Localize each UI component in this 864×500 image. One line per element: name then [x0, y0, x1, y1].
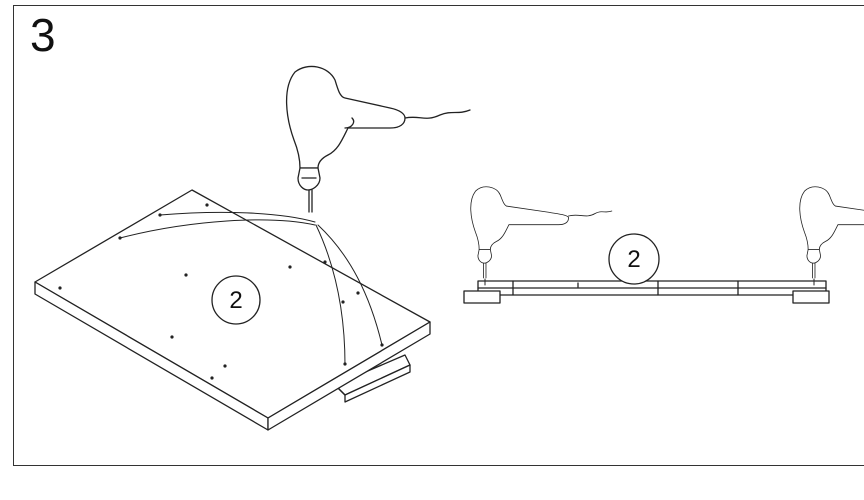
instruction-frame — [13, 5, 864, 466]
drill-guide-lines — [119, 211, 383, 366]
step-number: 3 — [30, 9, 56, 61]
drill-contact-marks — [484, 278, 815, 286]
power-drill-icon — [470, 186, 613, 279]
part-callout-right-label: 2 — [627, 246, 640, 273]
part-callout-right: 2 — [608, 233, 660, 285]
power-drill-icon — [799, 186, 864, 279]
drilled-holes — [58, 203, 384, 380]
panel-section — [463, 280, 830, 304]
panel-side-edge — [267, 321, 431, 431]
power-drill-icon — [285, 65, 471, 213]
support-block-left — [463, 290, 501, 304]
part-callout-left-label: 2 — [229, 287, 242, 314]
part-callout-left: 2 — [211, 275, 261, 325]
support-block-right — [792, 290, 830, 304]
